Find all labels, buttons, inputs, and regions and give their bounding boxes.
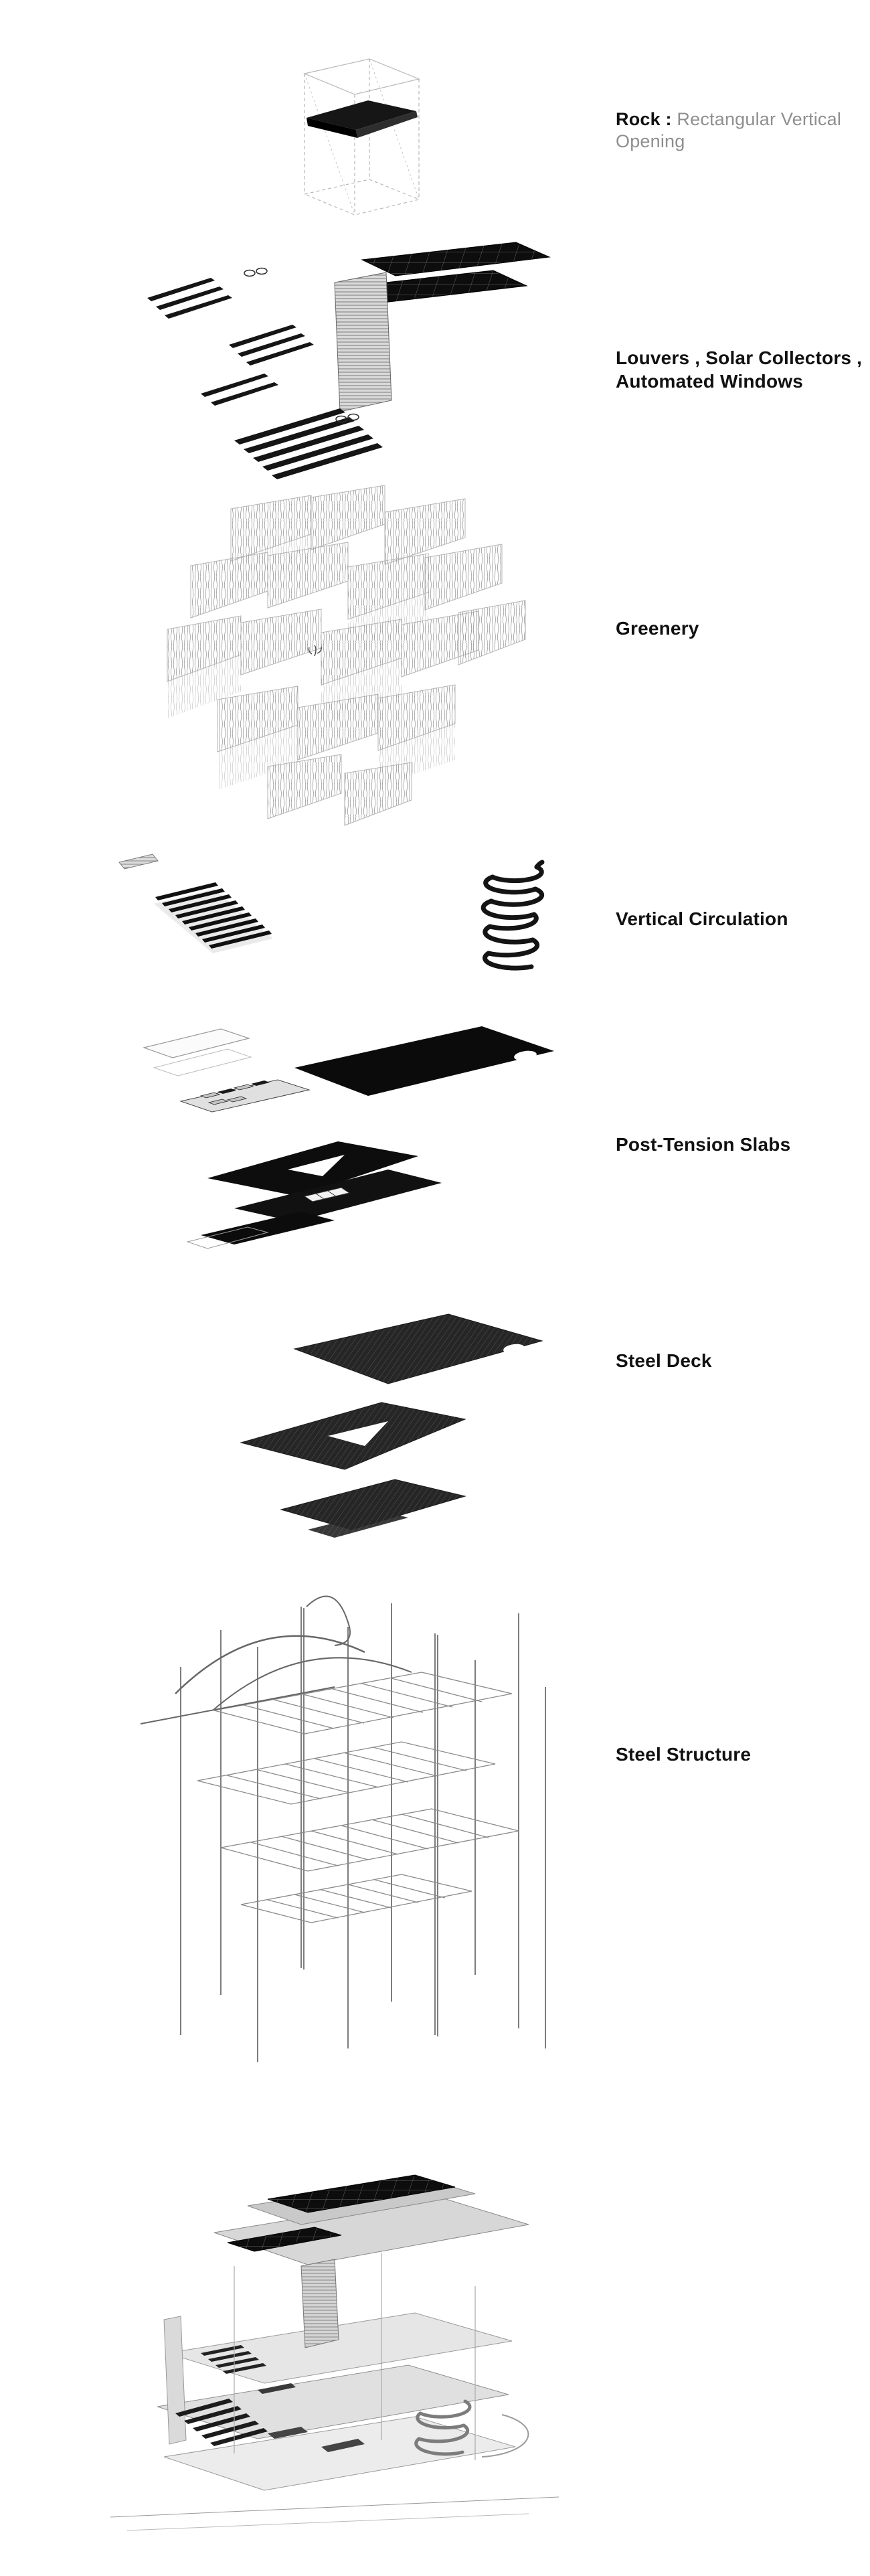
floor-framing — [197, 1672, 519, 1923]
post-tension-slabs-icon — [142, 1026, 554, 1249]
greenery-diagram-icon — [167, 485, 526, 826]
outlined-slab — [142, 1028, 251, 1058]
rock-diagram-icon — [303, 58, 420, 216]
plan-grid-slab — [179, 1079, 311, 1113]
vertical-circulation-label: Vertical Circulation — [616, 908, 788, 929]
hatched-core — [300, 2259, 339, 2348]
rock-label-subtitle: Rectangular Vertical Opening — [616, 109, 842, 152]
building-columns — [234, 2253, 476, 2460]
steel-structure-icon — [140, 1595, 546, 2062]
black-slab-mid — [207, 1141, 418, 1196]
black-slab-lower — [234, 1170, 442, 1222]
black-slab-top — [294, 1026, 554, 1096]
rock-label: Rock : Rectangular Vertical Opening — [616, 108, 870, 153]
outlined-slab-2 — [153, 1048, 252, 1076]
black-slab-bottom — [201, 1212, 335, 1244]
vertical-circulation-icon — [118, 854, 545, 971]
steel-deck-drawing — [228, 1309, 562, 1550]
post-tension-slabs-label: Post-Tension Slabs — [616, 1134, 791, 1155]
rock-drawing — [268, 52, 442, 233]
rock-plane — [307, 100, 418, 138]
deck-slab-top — [293, 1313, 543, 1384]
greenery-label: Greenery — [616, 618, 699, 639]
outlined-slab-bottom — [186, 1226, 269, 1249]
landing-plate — [118, 854, 159, 870]
louvers-diagram-icon — [147, 242, 551, 479]
plant-glyph — [308, 645, 322, 657]
duct-circles — [244, 267, 359, 423]
louvers-label-line2: Automated Windows — [616, 370, 804, 392]
louver-strips — [147, 278, 383, 479]
steel-structure-drawing — [134, 1566, 562, 2069]
louvers-label-line1: Louvers , Solar Collectors , — [616, 347, 863, 368]
building-rendering-icon — [110, 2174, 559, 2531]
steel-deck-icon — [240, 1313, 543, 1538]
vertical-circulation-drawing — [114, 850, 562, 991]
curved-beams — [140, 1595, 412, 1724]
louvers-drawing — [137, 241, 566, 485]
roof-and-solar — [213, 2174, 529, 2265]
hanging-vines — [167, 534, 455, 790]
ground-lines — [110, 2496, 559, 2531]
deck-slab-small — [308, 1511, 408, 1538]
stairs — [155, 882, 272, 949]
louvers-label: Louvers , Solar Collectors , Automated W… — [616, 347, 862, 393]
interior-accents — [258, 2383, 365, 2452]
automated-window-panel — [334, 272, 392, 412]
building-rendering — [100, 2152, 569, 2547]
greenery-drawing — [154, 485, 549, 847]
building-spiral-ramp — [414, 2399, 472, 2456]
post-tension-slabs-drawing — [134, 1021, 566, 1265]
ramp-edge — [481, 2414, 529, 2458]
steel-structure-label: Steel Structure — [616, 1744, 752, 1765]
deck-slab-mid — [240, 1402, 466, 1470]
rock-label-title: Rock : — [616, 109, 677, 129]
steel-deck-label: Steel Deck — [616, 1350, 712, 1371]
columns — [180, 1603, 546, 2062]
spiral-ramp — [481, 860, 545, 971]
building-louvers — [175, 2345, 268, 2446]
deck-slab-bottom — [280, 1479, 466, 1530]
